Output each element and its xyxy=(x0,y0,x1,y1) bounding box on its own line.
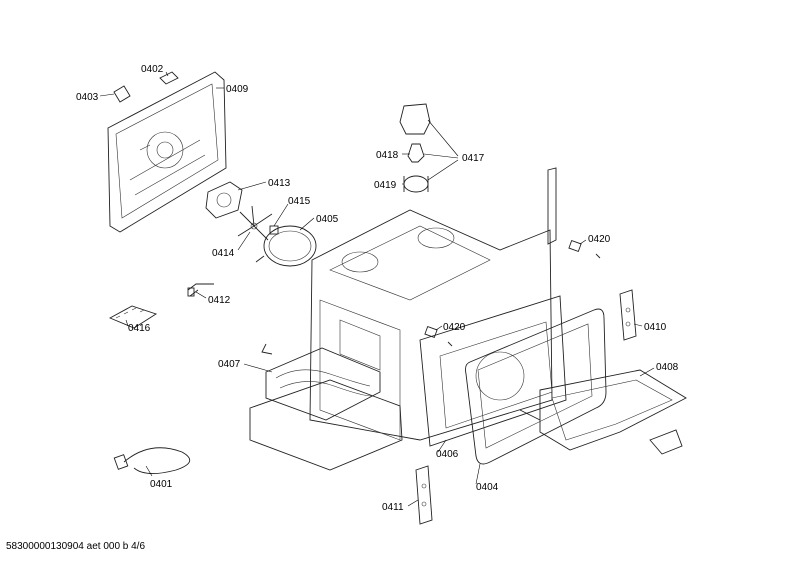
door-seal-part xyxy=(465,308,607,465)
bottom-heater-part xyxy=(249,343,403,471)
label-0418: 0418 xyxy=(376,150,399,161)
label-0410: 0410 xyxy=(644,322,667,333)
label-0413: 0413 xyxy=(268,178,291,189)
leader-lines xyxy=(99,71,655,507)
label-0414: 0414 xyxy=(212,248,235,259)
lamp-socket-part xyxy=(403,175,429,193)
label-0411: 0411 xyxy=(382,502,404,513)
label-0406: 0406 xyxy=(436,449,459,460)
label-0407: 0407 xyxy=(218,359,241,370)
ring-heater-part xyxy=(255,225,317,267)
label-0412: 0412 xyxy=(208,295,231,306)
label-0409: 0409 xyxy=(226,84,249,95)
sensor-part xyxy=(187,283,214,297)
front-frame-part xyxy=(419,295,567,447)
fan-blade-part xyxy=(237,205,273,241)
power-cable-part xyxy=(113,447,191,474)
clip-part-0402 xyxy=(159,71,179,85)
document-reference: 58300000130904 aet 000 b 4/6 xyxy=(6,541,146,552)
label-0401: 0401 xyxy=(150,479,173,490)
label-0403: 0403 xyxy=(76,92,99,103)
fan-motor-part xyxy=(205,181,243,219)
rear-panel-part xyxy=(107,71,227,233)
screw-block-part-a xyxy=(568,239,601,259)
label-0420-b: 0420 xyxy=(443,322,466,333)
hinge-bracket-part-0410 xyxy=(619,289,637,341)
label-0416: 0416 xyxy=(128,323,151,334)
label-0417: 0417 xyxy=(462,153,485,164)
lamp-bulb-part xyxy=(407,143,425,163)
label-0402: 0402 xyxy=(141,64,164,75)
oven-cavity-part xyxy=(309,167,557,441)
label-0408: 0408 xyxy=(656,362,679,373)
hinge-bracket-part-0411 xyxy=(415,465,433,525)
lamp-cover-part xyxy=(399,103,431,135)
label-0420-a: 0420 xyxy=(588,234,611,245)
label-0404: 0404 xyxy=(476,482,499,493)
label-0419: 0419 xyxy=(374,180,397,191)
clip-part-0403 xyxy=(113,85,131,103)
support-clip-part xyxy=(649,429,683,455)
terminal-block-part xyxy=(108,305,158,329)
screw-block-part-b xyxy=(424,325,453,347)
grill-heater-part xyxy=(519,369,687,451)
label-0415: 0415 xyxy=(288,196,311,207)
label-0405: 0405 xyxy=(316,214,339,225)
